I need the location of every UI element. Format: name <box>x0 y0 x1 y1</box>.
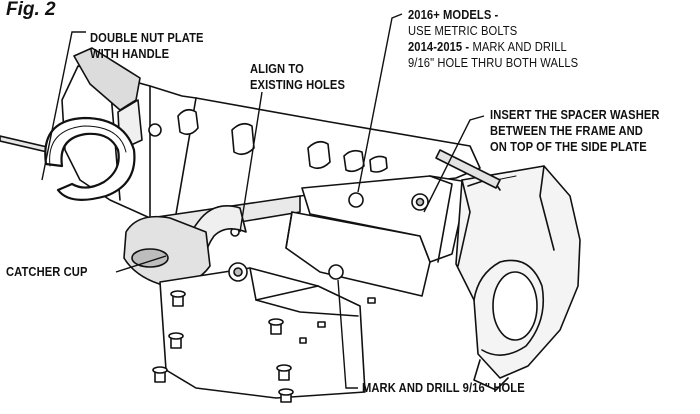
callout-double-nut-plate: DOUBLE NUT PLATE WITH HANDLE <box>90 30 204 62</box>
frame-opening <box>493 272 537 340</box>
rail-slot <box>232 124 254 155</box>
callout-catcher-cup: CATCHER CUP <box>6 264 87 280</box>
rail-slot <box>344 151 364 172</box>
bolt <box>149 124 161 136</box>
plate-slot <box>368 298 375 303</box>
callout-mark-drill: MARK AND DRILL 9/16" HOLE <box>362 380 525 396</box>
lower-mount-plate <box>160 268 365 398</box>
stud <box>169 333 183 348</box>
figure-title: Fig. 2 <box>6 0 56 21</box>
stud <box>171 291 185 306</box>
bolt <box>329 265 343 279</box>
stud <box>153 367 167 382</box>
rail-slot <box>308 142 330 169</box>
bolt <box>349 193 363 207</box>
stud <box>269 319 283 334</box>
stud <box>277 365 291 380</box>
plate-slot <box>300 338 306 343</box>
plate-slot <box>318 322 325 327</box>
callout-models-note: 2016+ MODELS - USE METRIC BOLTS 2014-201… <box>408 7 578 71</box>
callout-align-holes: ALIGN TO EXISTING HOLES <box>250 61 345 93</box>
callout-spacer-washer: INSERT THE SPACER WASHER BETWEEN THE FRA… <box>490 107 660 155</box>
rail-slot <box>178 110 198 135</box>
stud <box>279 389 293 402</box>
rail-slot <box>370 156 387 172</box>
